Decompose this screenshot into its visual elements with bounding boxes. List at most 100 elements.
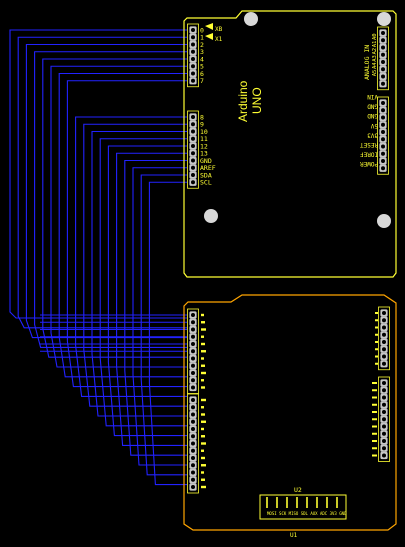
shield-right-header-a-pin-hole — [382, 325, 386, 330]
power-header-pin-hole — [381, 122, 385, 127]
digital-header-b-pin-hole — [191, 165, 195, 170]
xb-label: XB — [215, 26, 223, 33]
u2-connector-labels: MOSI SCK MISO SDL AUX ADC 3V3 GND — [267, 511, 347, 516]
shield-left-header-a-pin-hole — [191, 327, 195, 332]
digital-header-a-frame — [187, 23, 199, 88]
digital-header-a-pin-hole — [191, 49, 195, 54]
shield-left-header-a-pin-hole — [191, 313, 195, 317]
shield-left-header-b-pin-hole — [191, 427, 195, 431]
power-header — [377, 96, 389, 175]
power-pin-label: IOREF — [360, 151, 378, 158]
shield-right-header-a-pin-hole — [382, 361, 386, 366]
u2-connector-pins — [266, 497, 338, 508]
digital-pin-label: AREF — [200, 164, 216, 172]
shield-right-label-mark — [372, 432, 377, 435]
mounting-hole-top-left — [244, 12, 258, 26]
shield-pin-label-mark — [201, 456, 205, 460]
shield-pin-label-mark — [201, 350, 206, 353]
digital-header-a-pin-hole — [191, 28, 195, 32]
tx-led-icon — [205, 23, 213, 30]
digital-header-b-frame — [187, 110, 199, 189]
u1-label: U1 — [290, 532, 298, 539]
digital-pin-label: 8 — [200, 113, 204, 121]
shield-right-label-mark — [372, 447, 377, 450]
shield-pin-label-mark — [201, 342, 205, 346]
shield-pin-label-mark — [201, 313, 204, 317]
shield-right-header-a-pin-hole — [382, 347, 386, 352]
shield-right-label-mark — [372, 418, 377, 421]
power-header-frame — [377, 96, 389, 175]
analog-header-pin-hole — [381, 60, 385, 64]
power-header-pin-hole — [381, 108, 385, 113]
shield-left-header-labels — [201, 313, 206, 489]
shield-left-header-a-pin-hole — [191, 363, 195, 368]
shield-pin-label-mark — [201, 464, 206, 467]
digital-header-b-pin-hole — [191, 136, 195, 141]
shield-right-header-b-pin-hole — [382, 417, 386, 422]
shield-right-label-mark — [375, 312, 378, 314]
shield-right-header-a-pin-hole — [382, 340, 386, 344]
shield-pin-label-mark — [201, 357, 204, 360]
shield-right-header-b-pin-hole — [382, 395, 386, 400]
u2-pin — [266, 497, 268, 508]
power-header-pin-hole — [381, 101, 385, 105]
power-header-pin-hole — [381, 151, 385, 156]
analog-pin-label: A3 — [372, 55, 378, 62]
shield-pin-label-mark — [201, 379, 204, 382]
analog-pin-label: A5 — [372, 70, 378, 77]
analog-pin-label: A4 — [372, 62, 378, 69]
shield-left-header-b-pin-hole — [191, 412, 195, 417]
mounting-hole-bottom-left — [204, 209, 218, 223]
shield-board[interactable]: U2 MOSI SCK MISO SDL AUX ADC 3V3 GND U1 — [183, 294, 397, 539]
power-header-pin-hole — [381, 130, 385, 134]
power-pin-label: 5V — [370, 122, 378, 129]
shield-pin-label-mark — [201, 364, 205, 367]
power-pin-label: RESET — [360, 141, 378, 148]
u2-pin — [286, 497, 288, 508]
shield-pin-label-mark — [201, 478, 205, 481]
shield-left-header-b-pin-hole — [191, 434, 195, 439]
digital-pin-label: 2 — [200, 41, 204, 49]
digital-header-b-pin-hole — [191, 158, 195, 163]
shield-pin-label-mark — [201, 398, 206, 402]
shield-pin-label-mark — [201, 485, 206, 489]
shield-pin-label-mark — [201, 449, 204, 452]
digital-pin-label: 9 — [200, 121, 204, 129]
digital-pin-label: 10 — [200, 128, 208, 136]
shield-right-label-mark — [372, 389, 377, 392]
shield-left-header-a-pin-hole — [191, 371, 195, 375]
digital-header-b-pin-hole — [191, 173, 195, 177]
digital-pin-label: 11 — [200, 135, 208, 143]
digital-pin-label: 6 — [200, 70, 204, 78]
shield-right-header-a-pin-hole — [382, 311, 386, 315]
digital-header-a-pin-hole — [191, 78, 195, 83]
connection-wire — [140, 174, 187, 476]
mounting-hole-top-right — [377, 12, 391, 26]
digital-pin-label: SDA — [200, 171, 212, 179]
shield-right-label-mark — [372, 440, 377, 442]
power-header-pin-hole — [381, 166, 385, 171]
shield-right-header-b-pin-hole — [382, 453, 386, 458]
shield-right-header-a-pin-hole — [382, 332, 386, 337]
power-pin-label: GND — [367, 112, 378, 119]
shield-right-label-mark — [372, 396, 377, 399]
shield-pin-label-mark — [201, 442, 206, 445]
shield-left-header-a-pin-hole — [191, 356, 195, 361]
shield-right-label-mark — [375, 362, 378, 365]
analog-header-pin-hole — [381, 38, 385, 43]
shield-left-header-b-pin-hole — [191, 405, 195, 410]
shield-left-header-b-pin-hole — [191, 485, 195, 489]
power-header-pin-hole — [381, 115, 385, 120]
connection-wire — [66, 80, 187, 388]
digital-pin-label: 4 — [200, 55, 204, 63]
shield-right-label-mark — [372, 382, 377, 384]
u2-pin — [316, 497, 318, 508]
u2-connector-outline — [259, 494, 347, 520]
board-name: Arduino UNO — [236, 80, 264, 122]
shield-right-header-a-frame — [378, 306, 390, 371]
shield-right-label-mark — [375, 341, 378, 343]
digital-header-b-pin-hole — [191, 129, 195, 134]
shield-left-header-a-pin-hole — [191, 334, 195, 339]
